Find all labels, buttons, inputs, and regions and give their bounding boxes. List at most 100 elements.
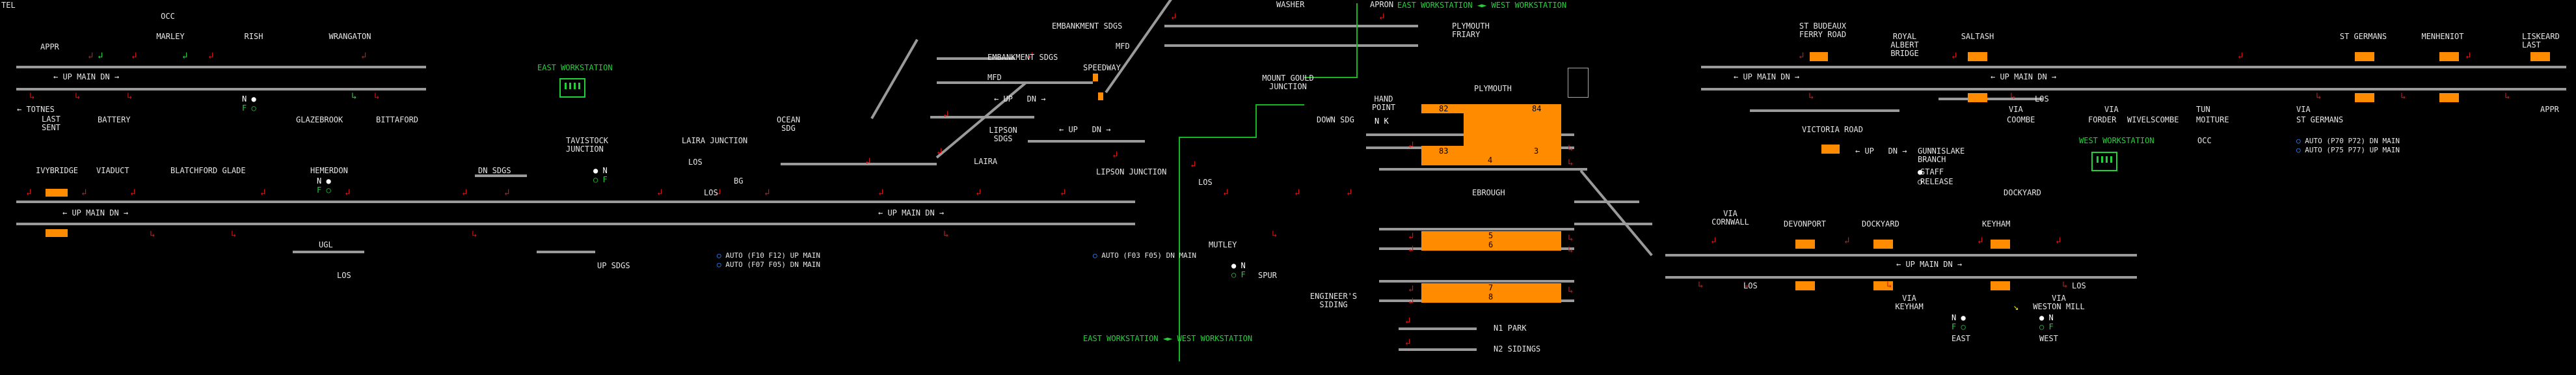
auto-route-p75[interactable]: ○ AUTO (P75 P77) UP MAIN (2296, 146, 2400, 154)
signal-icon[interactable]: ↲ (1799, 51, 1805, 61)
los-label: LOS (337, 271, 351, 280)
signal-icon[interactable]: ↳ (472, 229, 477, 240)
release-label[interactable]: RELEASE (1920, 177, 1953, 186)
west-workstation-icon[interactable] (2091, 152, 2117, 171)
signal-icon[interactable]: ↲ (182, 51, 188, 61)
signal-icon[interactable]: ↲ (1711, 236, 1717, 246)
signal-icon[interactable]: ↲ (943, 109, 949, 120)
hand-point-box-icon[interactable] (1568, 68, 1589, 98)
signal-icon[interactable]: ↲ (131, 51, 137, 61)
station-label-friary: PLYMOUTH FRIARY (1452, 21, 1490, 39)
signal-icon[interactable]: ↳ (1568, 245, 1574, 255)
signal-icon[interactable]: ↲ (1408, 140, 1414, 150)
siding-label-ugl: UGL (319, 240, 333, 249)
signal-icon[interactable]: ↲ (1347, 188, 1352, 198)
signal-icon[interactable]: ↲ (1844, 236, 1850, 246)
signal-icon[interactable]: ↲ (2056, 236, 2061, 246)
signal-icon[interactable]: ↲ (1171, 12, 1177, 22)
signal-icon[interactable]: ↳ (1568, 158, 1574, 168)
signal-icon[interactable]: ↲ (1112, 150, 1118, 160)
siding-label-embankment: EMBANKMENT SDGS (1052, 21, 1123, 31)
track-up-sdgs (537, 251, 595, 253)
signal-icon[interactable]: ↳ (2400, 91, 2406, 102)
platform-dockyard-2 (1873, 281, 1893, 290)
via-label: VIA (2009, 105, 2023, 114)
signal-icon[interactable]: ↲ (1379, 12, 1385, 22)
signal-icon[interactable]: ↲ (976, 188, 982, 198)
signal-icon[interactable]: ↳ (374, 91, 380, 102)
signal-icon[interactable]: ↳ (75, 91, 81, 102)
signal-icon[interactable]: ↲ (504, 188, 510, 198)
signal-icon[interactable]: ↲ (81, 188, 87, 198)
workstation-boundary-horizontal-3 (1304, 77, 1356, 78)
signal-icon[interactable]: ↳ (1808, 91, 1814, 102)
signal-icon[interactable]: ↲ (1408, 231, 1414, 242)
signal-icon[interactable]: ↲ (2465, 51, 2471, 61)
platform-ivybridge (46, 189, 68, 197)
signal-icon[interactable]: ↲ (1295, 188, 1300, 198)
signal-icon[interactable]: ↳ (231, 229, 237, 240)
indicator-icon: F ○ (317, 186, 331, 195)
signal-icon[interactable]: ↳ (1568, 143, 1574, 154)
signal-icon[interactable]: ↳ (127, 91, 133, 102)
auto-route-f03[interactable]: ○ AUTO (F03 F05) DN MAIN (1093, 251, 1196, 260)
signal-icon[interactable]: ↳ (29, 91, 35, 102)
appr-label-right: APPR (2540, 105, 2559, 114)
signal-icon[interactable]: ↲ (865, 156, 871, 167)
signal-icon[interactable]: ↳ (2316, 91, 2322, 102)
signal-icon[interactable]: ↳ (1272, 229, 1278, 240)
signal-icon[interactable]: ↲ (1408, 244, 1414, 255)
signal-icon[interactable]: ↳ (1886, 280, 1892, 290)
signal-icon[interactable]: ↳ (1568, 285, 1574, 296)
station-label-laira: LAIRA (974, 157, 998, 166)
signal-icon[interactable]: ↳ (2504, 91, 2510, 102)
platform-st-germans-2 (2355, 93, 2374, 102)
auto-route-p70[interactable]: ○ AUTO (P70 P72) DN MAIN (2296, 137, 2400, 145)
signal-icon[interactable]: ↲ (260, 188, 266, 198)
signal-icon[interactable]: ↲ (462, 188, 468, 198)
junction-label-laira: LAIRA JUNCTION (682, 136, 748, 145)
indicator-icon: F ○ (1952, 322, 1966, 331)
platform-keyham-2 (1991, 281, 2010, 290)
signal-icon[interactable]: ↲ (937, 146, 943, 157)
signal-icon[interactable]: ↲ (361, 51, 367, 61)
signal-icon[interactable]: ↲ (1223, 188, 1229, 198)
signal-icon[interactable]: ↳ (2010, 91, 2016, 102)
indicator-icon: ● N (1231, 261, 1246, 270)
auto-route-f10[interactable]: ○ AUTO (F10 F12) UP MAIN (717, 251, 820, 260)
signal-icon[interactable]: ↳ (2062, 280, 2068, 290)
signal-icon[interactable]: ↲ (1405, 316, 1411, 326)
auto-route-f07[interactable]: ○ AUTO (F07 F05) DN MAIN (717, 260, 820, 269)
signal-icon[interactable]: ↳ (351, 91, 357, 102)
indicator-icon: ● N (593, 166, 608, 175)
signal-icon[interactable]: ↳ (1568, 233, 1574, 243)
signal-icon[interactable]: ↲ (657, 188, 663, 198)
signal-icon[interactable]: ↲ (716, 188, 721, 198)
signal-icon[interactable]: ↲ (1408, 284, 1414, 294)
signal-icon[interactable]: ↲ (1408, 296, 1414, 307)
signal-icon[interactable]: ↲ (98, 51, 103, 61)
signal-icon[interactable]: ↳ (943, 229, 949, 240)
signal-icon[interactable]: ↳ (150, 229, 155, 240)
east-workstation-icon[interactable] (559, 78, 585, 98)
signal-icon[interactable]: ↳ (1743, 280, 1749, 290)
signal-icon[interactable]: ↲ (345, 188, 351, 198)
signal-icon[interactable]: ↲ (764, 188, 770, 198)
signal-icon[interactable]: ↲ (1028, 51, 1034, 61)
platform-dockyard (1873, 240, 1893, 249)
signal-icon[interactable]: ↲ (2238, 51, 2244, 61)
signal-icon[interactable]: ↲ (26, 188, 32, 198)
signal-icon[interactable]: ↳ (1698, 280, 1704, 290)
signal-icon[interactable]: ↲ (208, 51, 214, 61)
signal-icon[interactable]: ↲ (130, 188, 136, 198)
signal-icon[interactable]: ↲ (878, 188, 884, 198)
signal-icon[interactable]: ↲ (1190, 160, 1196, 170)
signal-icon[interactable]: ↲ (1405, 337, 1411, 348)
signal-icon[interactable]: ↲ (1060, 188, 1066, 198)
signal-icon[interactable]: ↲ (1952, 51, 1957, 61)
track-plym-4 (1379, 228, 1574, 230)
branch-label-gunnislake: GUNNISLAKE BRANCH (1918, 146, 1965, 164)
signal-icon[interactable]: ↘ (2013, 302, 2019, 312)
signal-icon[interactable]: ↲ (88, 51, 94, 61)
signal-icon[interactable]: ↲ (1978, 236, 1983, 246)
